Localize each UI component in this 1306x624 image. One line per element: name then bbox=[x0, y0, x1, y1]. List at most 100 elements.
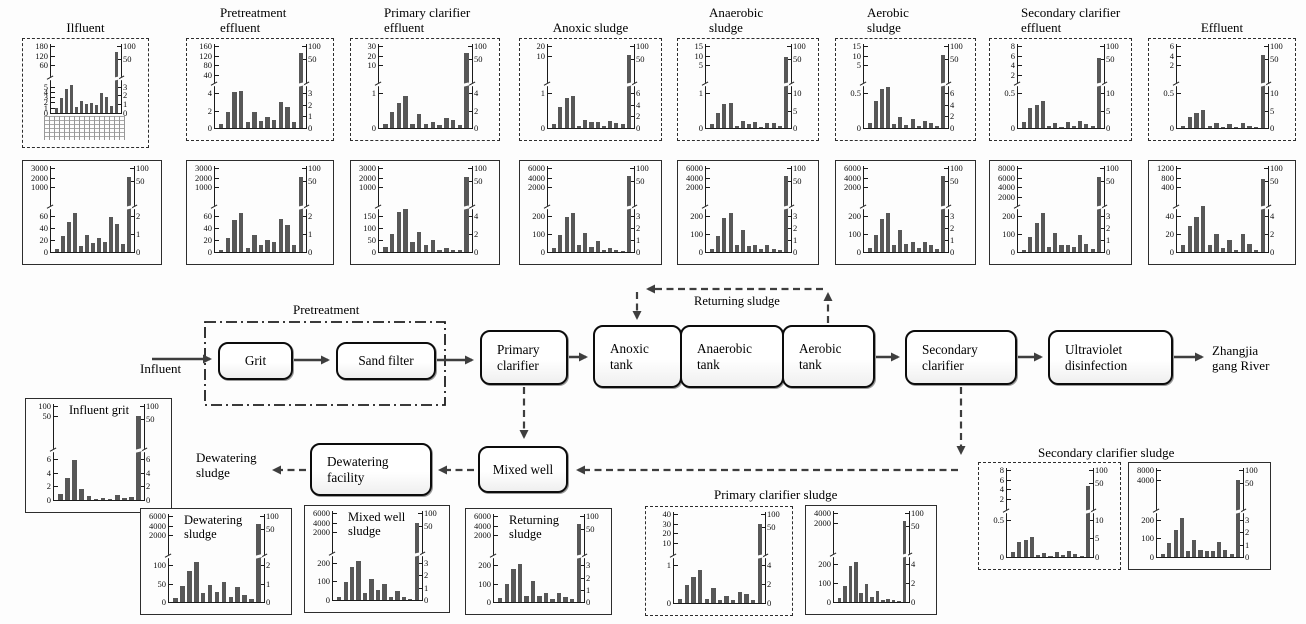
bar bbox=[1253, 127, 1259, 128]
axis-tick bbox=[169, 535, 173, 536]
bar bbox=[765, 123, 770, 128]
bottom-axis-line bbox=[214, 252, 307, 253]
left-axis-tick-label: 5 bbox=[43, 81, 48, 92]
right-axis-tick-label: 0 bbox=[1270, 123, 1275, 133]
right-axis-tick-label: 0 bbox=[136, 247, 141, 257]
bar bbox=[416, 114, 422, 128]
right-axis-tick-label: 100 bbox=[586, 511, 599, 521]
axis-tick bbox=[130, 252, 134, 253]
left-axis-tick-label: 0 bbox=[999, 552, 1004, 562]
right-axis-tick-label: 2 bbox=[911, 577, 916, 588]
axis-tick bbox=[379, 128, 383, 129]
bar bbox=[1022, 249, 1027, 252]
axis-tick bbox=[864, 187, 868, 188]
right-axis-tick-label: 1 bbox=[1106, 235, 1111, 246]
flow-node-secondary-clarifier: Secondary clarifier bbox=[905, 330, 1017, 385]
bar bbox=[173, 597, 178, 602]
right-axis-tick-label: 50 bbox=[586, 524, 595, 534]
axis-tick bbox=[1007, 489, 1011, 490]
left-axis-tick-label: 2000 bbox=[528, 182, 545, 192]
axis-tick bbox=[1018, 196, 1022, 198]
left-axis-tick-label: 4 bbox=[207, 88, 212, 99]
bar bbox=[744, 594, 749, 603]
bottom-axis-line bbox=[547, 252, 635, 253]
axis-tick bbox=[379, 187, 383, 188]
chart-title: Primary clarifier effluent bbox=[384, 5, 471, 35]
left-axis-tick-label: 4000 bbox=[474, 520, 491, 531]
chart-title: Secondary clarifier effluent bbox=[1021, 5, 1121, 35]
chart-title: Influent grit bbox=[69, 403, 130, 417]
left-axis-tick-label: 3000 bbox=[359, 163, 376, 173]
bar bbox=[1054, 551, 1059, 557]
bar bbox=[79, 488, 85, 500]
axis-tick bbox=[944, 252, 948, 253]
bar bbox=[608, 247, 613, 252]
bar bbox=[396, 212, 402, 252]
right-axis-tick-label: 0 bbox=[123, 108, 128, 118]
right-axis-tick-label: 100 bbox=[1245, 465, 1258, 475]
bar bbox=[1022, 122, 1027, 128]
bar bbox=[1071, 247, 1076, 252]
left-axis-tick-label: 20 bbox=[203, 235, 213, 246]
left-axis-tick-label: 0 bbox=[666, 598, 671, 608]
right-axis-tick-label: 0 bbox=[1270, 247, 1275, 257]
left-axis-tick-label: 0 bbox=[698, 123, 703, 133]
axis-tick bbox=[130, 168, 134, 169]
left-axis-tick-label: 0 bbox=[856, 247, 861, 257]
axis-tick bbox=[468, 128, 472, 129]
axis-tick bbox=[548, 46, 552, 47]
bar bbox=[620, 251, 625, 252]
left-axis-tick-label: 3000 bbox=[31, 163, 48, 173]
axis-tick bbox=[706, 177, 710, 179]
bar bbox=[99, 93, 104, 113]
bar bbox=[408, 599, 413, 600]
axis-tick bbox=[468, 93, 472, 95]
bar bbox=[1017, 542, 1022, 557]
bar bbox=[187, 570, 192, 602]
axis-tick bbox=[51, 86, 55, 88]
axis-tick bbox=[1177, 216, 1181, 218]
axis-tick bbox=[468, 59, 472, 60]
axis-tick bbox=[1157, 519, 1161, 521]
axis-tick bbox=[130, 181, 134, 182]
axis-tick bbox=[468, 216, 472, 218]
right-axis-tick-label: 0 bbox=[911, 597, 916, 607]
axis-tick bbox=[379, 252, 383, 253]
pretreatment-group-box bbox=[204, 321, 446, 406]
x-tick-labels-illegible bbox=[44, 116, 125, 140]
axis-tick bbox=[1007, 470, 1011, 471]
left-axis-tick-label: 100 bbox=[532, 229, 545, 240]
axis-tick bbox=[468, 234, 472, 236]
right-axis-tick-label: 100 bbox=[911, 508, 924, 518]
left-axis-tick-label: 6000 bbox=[528, 163, 545, 173]
axis-tick bbox=[494, 516, 498, 517]
left-axis-tick-label: 40 bbox=[662, 509, 672, 519]
bar bbox=[107, 499, 113, 500]
axis-tick bbox=[140, 500, 144, 501]
right-axis-tick-label: 3 bbox=[793, 211, 798, 222]
bar bbox=[58, 494, 63, 500]
bar bbox=[55, 248, 59, 252]
left-axis-tick-label: 0 bbox=[371, 123, 376, 133]
bar bbox=[558, 235, 563, 252]
axis-tick bbox=[379, 240, 383, 242]
bar bbox=[1028, 107, 1033, 128]
axis-tick bbox=[1157, 479, 1161, 481]
axis-tick bbox=[761, 564, 765, 566]
right-axis-tick-label: 100 bbox=[266, 511, 279, 521]
bar bbox=[1035, 555, 1041, 557]
left-axis-tick-label: 0.5 bbox=[993, 514, 1004, 525]
axis-tick bbox=[140, 486, 144, 488]
right-axis-tick-label: 0 bbox=[950, 123, 955, 133]
bar bbox=[100, 498, 106, 500]
right-axis-tick-label: 4 bbox=[636, 99, 641, 110]
bar bbox=[880, 218, 885, 252]
axis-tick bbox=[260, 529, 264, 530]
bar bbox=[430, 240, 435, 252]
bar bbox=[684, 585, 690, 603]
bar bbox=[389, 233, 395, 252]
right-axis-tick-label: 1 bbox=[793, 235, 798, 246]
